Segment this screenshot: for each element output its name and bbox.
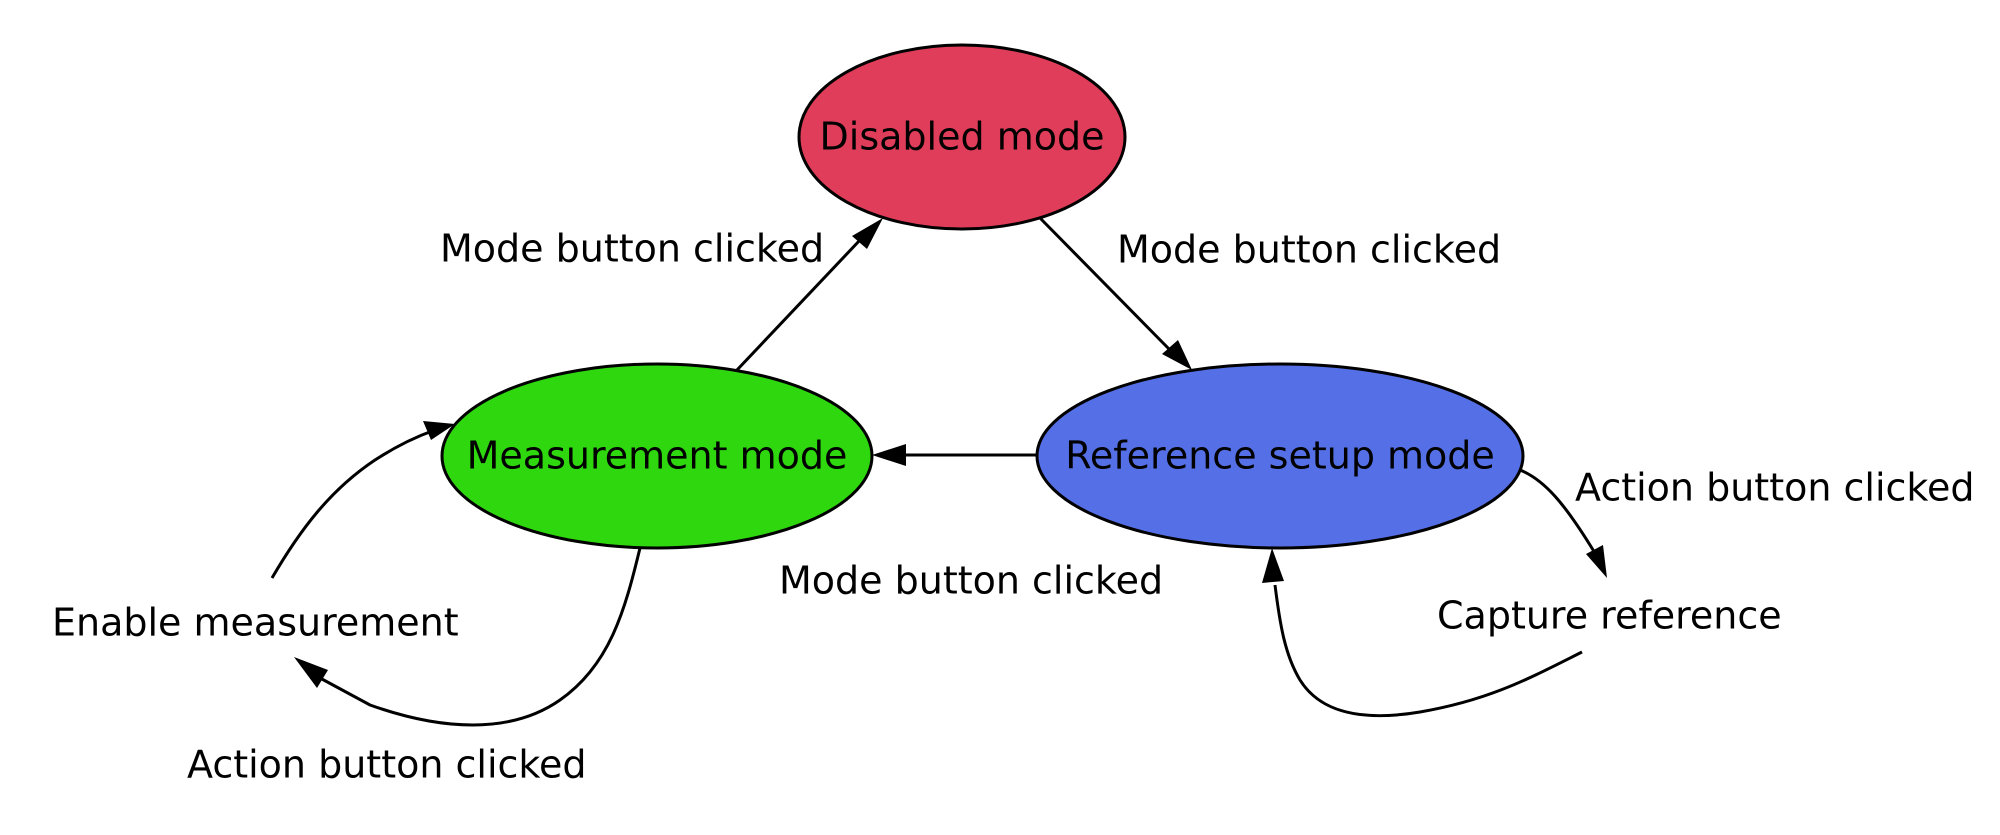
edge-label-reference-to-measurement: Mode button clicked — [779, 559, 1163, 603]
edge-measurement-to-disabled — [735, 238, 862, 372]
edge-label-disabled-to-reference: Mode button clicked — [1117, 228, 1501, 272]
edge-label-measurement-self-action: Enable measurement — [52, 601, 459, 645]
arrowhead — [872, 444, 906, 466]
node-measurement-label: Measurement mode — [467, 434, 848, 478]
arrowhead — [1262, 548, 1284, 583]
arrowhead — [294, 657, 328, 688]
node-measurement: Measurement mode — [440, 362, 874, 550]
arrowhead — [1162, 340, 1192, 370]
node-disabled-label: Disabled mode — [820, 115, 1105, 159]
edge-label-measurement-to-disabled: Mode button clicked — [440, 227, 824, 271]
arrowhead — [1586, 545, 1607, 578]
node-reference: Reference setup mode — [1035, 362, 1525, 550]
edge-label-measurement-self: Action button clicked — [187, 743, 587, 787]
edge-measurement-self-loop — [319, 547, 642, 727]
node-reference-label: Reference setup mode — [1065, 434, 1495, 478]
edge-label-reference-self-action: Capture reference — [1437, 594, 1782, 638]
node-reference-shape — [1035, 362, 1525, 550]
edge-reference-self-loop — [1519, 468, 1600, 559]
node-disabled: Disabled mode — [797, 43, 1127, 231]
arrowhead — [852, 218, 883, 249]
edge-reference-self-loop-return — [1273, 584, 1583, 718]
edge-disabled-to-reference — [1038, 216, 1172, 352]
edge-label-reference-self: Action button clicked — [1575, 466, 1975, 510]
arrowhead — [423, 421, 455, 440]
edge-measurement-self-loop-return — [270, 428, 436, 579]
node-measurement-shape — [440, 362, 874, 550]
node-disabled-shape — [797, 43, 1127, 231]
